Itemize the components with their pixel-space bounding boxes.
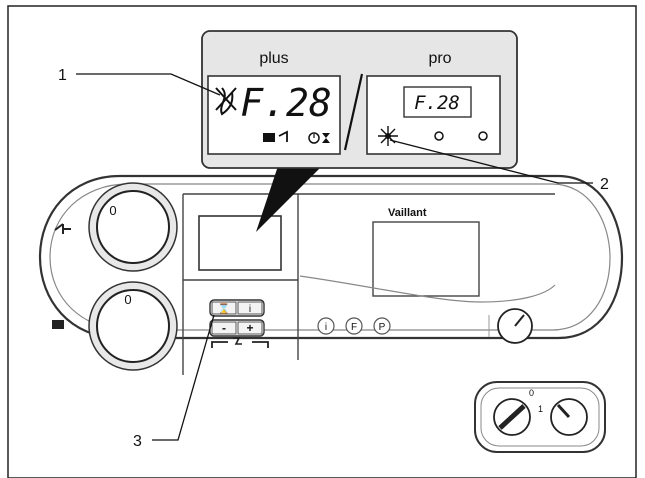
flame-fault-icon [215,87,237,116]
boiler-body [38,174,624,375]
pressure-gauge [550,398,588,436]
heating-dial[interactable]: 0 [88,281,178,371]
tap-icon [54,223,71,234]
zoom-wedge [256,166,322,232]
plus-radiator-icon [263,133,275,142]
hourglass-button[interactable] [211,301,237,315]
button-block: ⌛ i - + [209,299,269,348]
display-window [198,215,282,271]
info-button[interactable] [237,301,263,315]
callout-1-leader [76,73,221,96]
pro-display-title: pro [428,50,451,67]
plus-clock-icon [308,132,320,144]
plus-fault-code: F.28 [240,81,332,125]
info-button-label: i [249,304,251,315]
mode-button-p[interactable]: P [373,317,391,335]
mode-button-i[interactable]: i [317,317,335,335]
pro-code-window [403,86,472,118]
callout-3-leader [152,314,215,441]
plus-button[interactable] [237,321,263,335]
minus-button[interactable] [211,321,237,335]
mode-button-p-label: P [379,322,386,333]
hot-water-dial[interactable]: 0 [88,182,178,272]
mode-button-i-label: i [325,322,327,333]
main-switch[interactable] [493,398,531,436]
blinking-light-icon [378,126,398,146]
hourglass-icon: ⌛ [218,302,230,315]
mode-button-f[interactable]: F [345,317,363,335]
pro-led-1 [434,131,444,141]
plus-button-label: + [246,321,253,335]
pro-fault-code: F.28 [414,92,460,114]
right-control-knob[interactable] [488,308,533,344]
callout-1-number: 1 [58,67,67,84]
main-switch-position-1: 1 [538,404,543,414]
plus-tap-icon [278,130,288,142]
hot-water-dial-value: 0 [109,203,116,218]
callout-2-number: 2 [600,176,609,193]
main-switch-position-0: 0 [529,388,534,398]
main-display [372,221,480,297]
plus-hourglass-icon [322,133,330,143]
brand-label: Vaillant [388,207,427,219]
minus-button-label: - [222,321,226,335]
callout-2-leader [389,139,593,184]
heating-dial-value: 0 [124,292,131,307]
pro-led-2 [478,131,488,141]
callout-3-number: 3 [133,433,142,450]
radiator-icon [52,320,64,329]
plus-display-title: plus [259,50,288,67]
mode-button-f-label: F [351,322,357,333]
